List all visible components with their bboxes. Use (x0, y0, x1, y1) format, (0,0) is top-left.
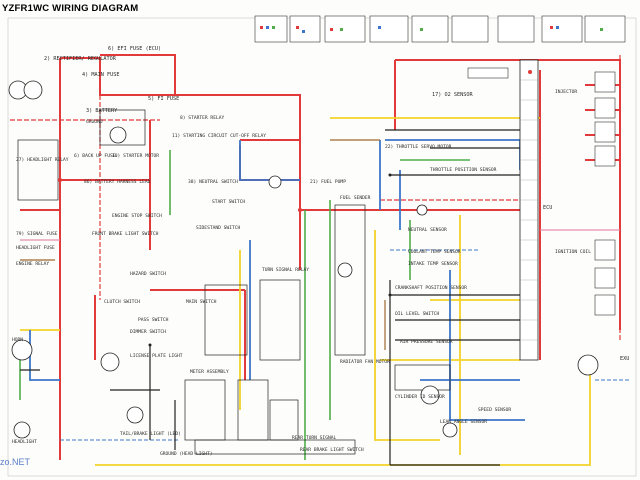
label-meter: METER ASSEMBLY (190, 370, 229, 375)
label-hazard: HAZARD SWITCH (130, 272, 166, 277)
label-dimmer: DIMMER SWITCH (130, 330, 166, 335)
label-headlight-fuse: HEADLIGHT FUSE (16, 246, 55, 251)
label-side-stand: SIDESTAND SWITCH (196, 226, 241, 231)
label-headlight-relay: 27) HEADLIGHT RELAY (16, 158, 69, 163)
label-neutral-sensor: NEUTRAL SENSOR (408, 228, 447, 233)
watermark: zo.NET (0, 457, 31, 467)
frame (7, 17, 637, 477)
label-throttle-servo: 22) THROTTLE SERVO MOTOR (385, 145, 452, 150)
label-air-pressure: AIR PRESSURE SENSOR (400, 340, 453, 345)
label-clutch-switch: CLUTCH SWITCH (104, 300, 140, 305)
injector-connectors (467, 67, 616, 316)
ecu-block (519, 59, 539, 361)
label-ignition-coil: IGNITION COIL (555, 250, 591, 255)
motor-symbols (8, 80, 599, 439)
label-ground-bottom: GROUND (HEAD LIGHT) (160, 452, 213, 457)
label-flasher: TURN SIGNAL RELAY (262, 268, 310, 273)
label-intake-temp: INTAKE TEMP SENSOR (408, 262, 458, 267)
connector-legend (254, 15, 626, 43)
label-backup-fuse: 6) BACK UP FUSE (74, 154, 116, 159)
label-neutral-switch: 38) NEUTRAL SWITCH (188, 180, 238, 185)
label-starter-relay: 8) STARTER RELAY (180, 116, 225, 121)
label-engine-stop: ENGINE STOP SWITCH (112, 214, 162, 219)
label-exup: EXU (620, 356, 630, 362)
label-main-switch: MAIN SWITCH (186, 300, 217, 305)
label-oil-level: OIL LEVEL SWITCH (395, 312, 440, 317)
label-cylinder-id: CYLINDER ID SENSOR (395, 395, 445, 400)
label-rear-brake: REAR BRAKE LIGHT SWITCH (300, 448, 364, 453)
label-fi-fuse: 5) FI FUSE (148, 96, 180, 102)
yellow-wires (20, 117, 591, 466)
label-o2-sensor: 17) O2 SENSOR (432, 92, 473, 98)
label-ecu: ECU (543, 205, 553, 211)
label-rectifier: 2) RECTIFIER/ REGULATOR (44, 56, 116, 62)
label-tail-brake: TAIL/BRAKE LIGHT (LED) (120, 432, 181, 437)
label-battery: 3) BATTERY (86, 108, 118, 114)
label-start-switch: START SWITCH (212, 200, 246, 205)
label-coolant-temp: COOLANT TEMP SENSOR (408, 250, 461, 255)
label-throttle-position: THROTTLE POSITION SENSOR (430, 168, 497, 173)
label-headlight: HEADLIGHT (12, 440, 37, 445)
label-signal-fuse: 79) SIGNAL FUSE (16, 232, 58, 237)
label-pass-switch: PASS SWITCH (138, 318, 169, 323)
relay-block (17, 109, 451, 455)
label-main-fuse: 4) MAIN FUSE (82, 72, 120, 78)
page-title: YZFR1WC WIRING DIAGRAM (2, 3, 139, 14)
black-wires (20, 129, 520, 466)
label-fan-motor: RADIATOR FAN MOTOR (340, 360, 390, 365)
label-crank-sensor: CRANKSHAFT POSITION SENSOR (395, 286, 467, 291)
label-front-brake: FRONT BRAKE LIGHT SWITCH (92, 232, 159, 237)
green-wires (19, 150, 470, 460)
label-starting-circuit: 11) STARTING CIRCUIT CUT-OFF RELAY (172, 134, 267, 139)
label-horn: HORN (12, 338, 24, 343)
label-rear-turn: REAR TURN SIGNAL (292, 436, 337, 441)
label-injector: INJECTOR (555, 90, 578, 95)
label-engine-relay: ENGINE RELAY (16, 262, 50, 267)
label-battery-harness: 86) BATTERY HARNESS LEAD (84, 180, 151, 185)
label-starter-motor: 10) STARTER MOTOR (112, 154, 160, 159)
label-fuel-sender: FUEL SENDER (340, 196, 371, 201)
label-efi-fuse: 6) EFI FUSE (ECU) (108, 46, 162, 52)
label-lean-angle: LEAN ANGLE SENSOR (440, 420, 488, 425)
label-ground: GROUND (86, 120, 103, 125)
label-license-light: LICENSE PLATE LIGHT (130, 354, 183, 359)
label-fuel-pump: 21) FUEL PUMP (310, 180, 346, 185)
label-speed-sensor: SPEED SENSOR (478, 408, 512, 413)
